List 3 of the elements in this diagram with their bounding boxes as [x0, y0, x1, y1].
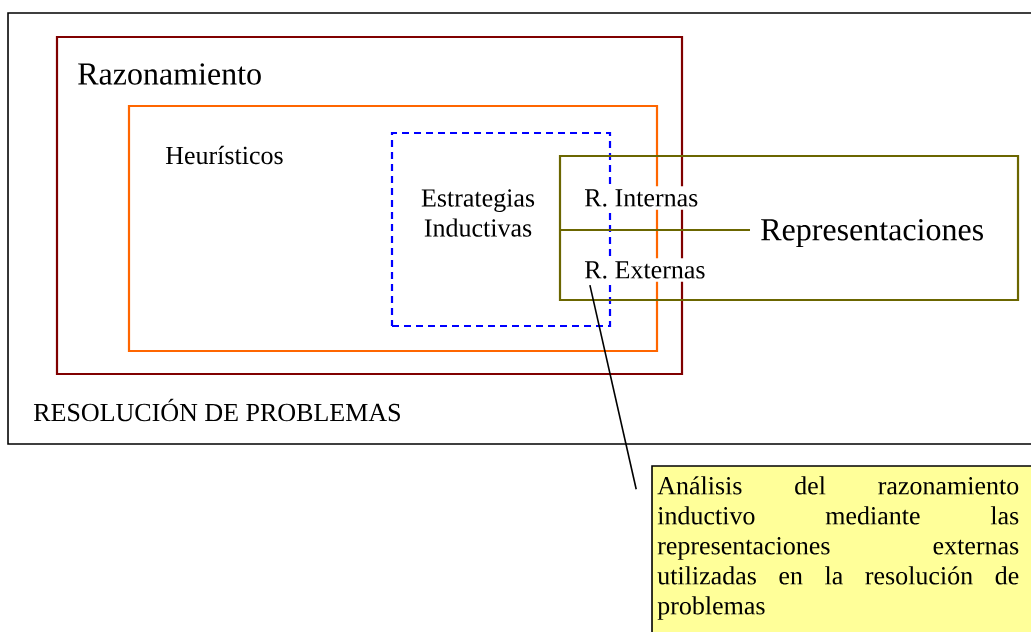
leader-line [589, 284, 637, 490]
note-box: Análisis del razonamiento inductivo mediante las representaciones externas utilizadas en la resolución de problemas [651, 465, 1031, 632]
representation-box: R. Internas R. Externas Representaciones [558, 154, 1020, 302]
